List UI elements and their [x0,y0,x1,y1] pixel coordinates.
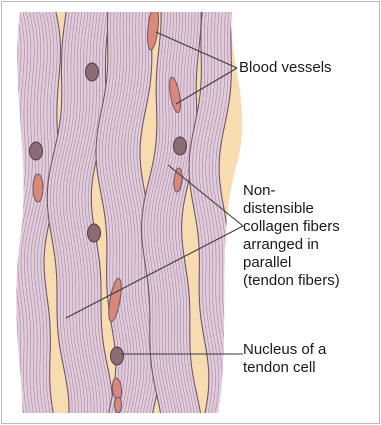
blood-vessel [33,174,43,202]
collagen-label-line: arranged in [243,236,340,254]
collagen-label-line: collagen fibers [243,218,340,236]
collagen-label-line: (tendon fibers) [243,272,340,290]
blood-vessels-label: Blood vessels [239,59,332,77]
nucleus-label-line: tendon cell [243,359,326,377]
tendon-cell-nucleus [174,137,187,155]
collagen-fiber-line [1,0,18,425]
tendon-cell-nucleus [86,63,99,81]
tendon-cell-nucleus [30,142,43,160]
nucleus-label: Nucleus of a tendon cell [243,341,326,377]
collagen-label-line: distensible [243,200,340,218]
collagen-fibers-label: Non- distensible collagen fibers arrange… [243,182,340,290]
tendon-cell-nucleus [88,224,101,242]
tendon-tissue [0,0,260,425]
collagen-label-line: Non- [243,182,340,200]
tendon-cell-nucleus [111,347,124,365]
collagen-label-line: parallel [243,254,340,272]
blood-vessel [115,397,122,413]
nucleus-label-line: Nucleus of a [243,341,326,359]
